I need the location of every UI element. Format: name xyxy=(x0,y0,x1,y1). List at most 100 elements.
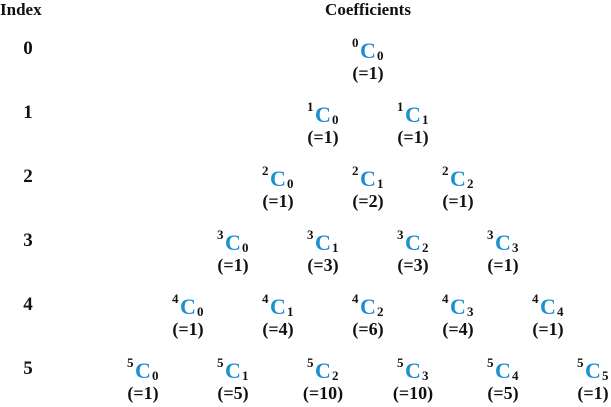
term-n: 5 xyxy=(397,355,404,370)
term-n: 4 xyxy=(352,291,359,306)
combination-letter: C xyxy=(135,358,151,383)
term-n: 4 xyxy=(442,291,449,306)
index-column-header: Index xyxy=(0,0,42,19)
combination-letter: C xyxy=(450,166,466,191)
term-value: (=1) xyxy=(217,255,249,275)
combination-letter: C xyxy=(315,358,331,383)
term-value: (=1) xyxy=(307,127,339,147)
term-value: (=1) xyxy=(577,383,609,403)
term-value: (=1) xyxy=(442,191,474,211)
term-n: 2 xyxy=(262,163,269,178)
term-n: 5 xyxy=(487,355,494,370)
term-k: 1 xyxy=(422,112,429,127)
combination-letter: C xyxy=(405,102,421,127)
row-index: 0 xyxy=(23,38,33,59)
term-k: 2 xyxy=(422,240,429,255)
combination-letter: C xyxy=(360,294,376,319)
combination-letter: C xyxy=(180,294,196,319)
term-k: 1 xyxy=(332,240,339,255)
combination-letter: C xyxy=(270,166,286,191)
term-k: 2 xyxy=(467,176,474,191)
term-value: (=1) xyxy=(262,191,294,211)
term-k: 0 xyxy=(152,368,159,383)
term-n: 1 xyxy=(307,99,314,114)
term-k: 2 xyxy=(332,368,339,383)
coefficients-column-header: Coefficients xyxy=(325,0,411,19)
term-n: 4 xyxy=(172,291,179,306)
combination-letter: C xyxy=(495,358,511,383)
term-value: (=1) xyxy=(487,255,519,275)
term-value: (=3) xyxy=(397,255,429,275)
term-n: 5 xyxy=(307,355,314,370)
term-n: 5 xyxy=(217,355,224,370)
term-value: (=1) xyxy=(127,383,159,403)
term-k: 0 xyxy=(197,304,204,319)
combination-letter: C xyxy=(585,358,601,383)
term-value: (=5) xyxy=(487,383,519,403)
term-n: 2 xyxy=(352,163,359,178)
term-value: (=1) xyxy=(172,319,204,339)
combination-letter: C xyxy=(360,38,376,63)
term-k: 1 xyxy=(287,304,294,319)
term-n: 3 xyxy=(307,227,314,242)
term-n: 1 xyxy=(397,99,404,114)
combination-letter: C xyxy=(450,294,466,319)
term-n: 5 xyxy=(577,355,584,370)
combination-letter: C xyxy=(225,230,241,255)
term-value: (=1) xyxy=(397,127,429,147)
term-value: (=10) xyxy=(302,383,344,403)
term-value: (=1) xyxy=(532,319,564,339)
combination-letter: C xyxy=(270,294,286,319)
term-k: 5 xyxy=(602,368,609,383)
term-value: (=5) xyxy=(217,383,249,403)
term-value: (=10) xyxy=(392,383,434,403)
term-k: 0 xyxy=(242,240,249,255)
term-k: 0 xyxy=(377,48,384,63)
term-k: 4 xyxy=(557,304,564,319)
term-k: 3 xyxy=(512,240,519,255)
term-value: (=1) xyxy=(352,63,384,83)
term-k: 4 xyxy=(512,368,519,383)
combination-letter: C xyxy=(225,358,241,383)
term-value: (=6) xyxy=(352,319,384,339)
term-k: 1 xyxy=(242,368,249,383)
term-n: 0 xyxy=(352,35,359,50)
combination-letter: C xyxy=(405,230,421,255)
term-value: (=3) xyxy=(307,255,339,275)
term-value: (=4) xyxy=(262,319,294,339)
term-value: (=2) xyxy=(352,191,384,211)
